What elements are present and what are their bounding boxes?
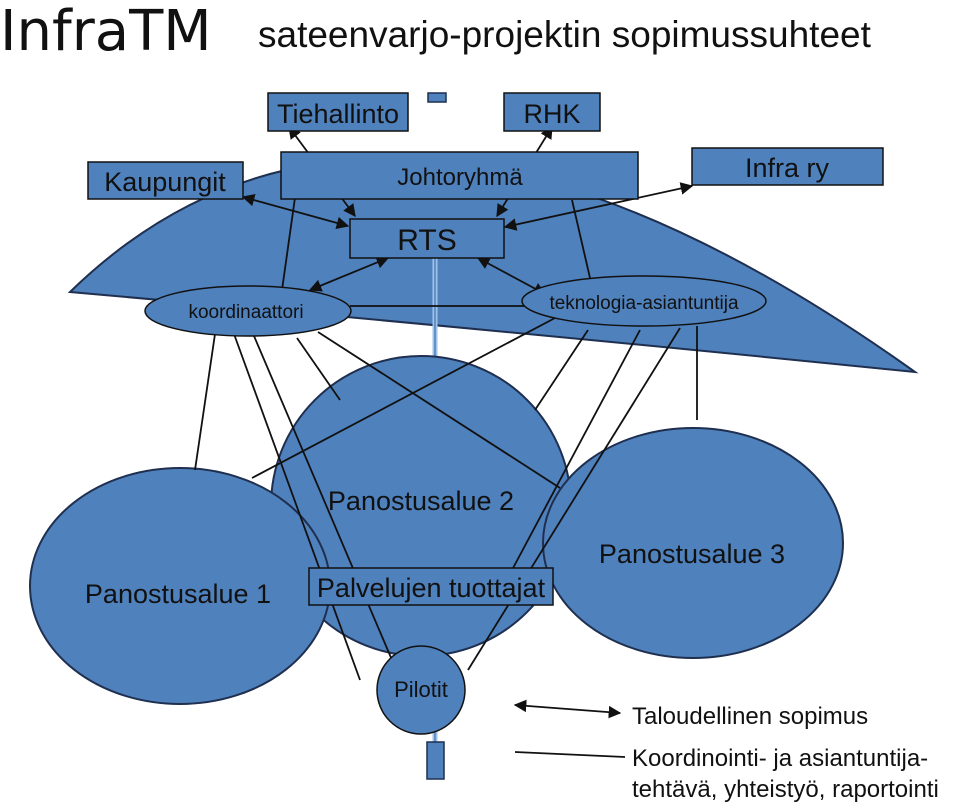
panostusalue-2-label: Panostusalue 2	[328, 486, 514, 516]
kaupungit-label: Kaupungit	[104, 167, 226, 197]
title-main: InfraTM	[0, 0, 212, 64]
legend-financial-label: Taloudellinen sopimus	[632, 703, 868, 730]
pilotit-label: Pilotit	[394, 677, 448, 702]
kaupungit-box	[87, 161, 244, 200]
rts-box	[349, 218, 505, 259]
johtoryhma-box	[280, 151, 639, 200]
umbrella-pole-top	[427, 92, 447, 103]
legend-coordination-line	[514, 751, 626, 758]
rts-label: RTS	[397, 224, 456, 257]
panostusalue-3-circle	[542, 427, 844, 659]
panostusalue-3-label: Panostusalue 3	[599, 539, 785, 569]
tiehallinto-box	[267, 92, 409, 132]
palvelujen-tuottajat-box	[308, 567, 554, 606]
teknologia-label: teknologia-asiantuntija	[549, 293, 739, 314]
koordinaattori-oval	[144, 285, 352, 337]
infra-ry-box	[691, 147, 884, 186]
teknologia-oval	[521, 275, 767, 327]
panostusalue-1-label: Panostusalue 1	[85, 579, 271, 609]
infra-ry-label: Infra ry	[745, 153, 830, 183]
pilotit-oval	[376, 645, 466, 735]
title-subtitle: sateenvarjo-projektin sopimussuhteet	[258, 14, 872, 55]
legend-coordination-label-1: Koordinointi- ja asiantuntija-	[632, 745, 928, 772]
legend-coordination-label-2: tehtävä, yhteistyö, raportointi	[632, 776, 939, 803]
umbrella-handle	[426, 741, 445, 780]
palvelujen-tuottajat-label: Palvelujen tuottajat	[317, 573, 546, 603]
rhk-label: RHK	[523, 99, 580, 129]
tiehallinto-label: Tiehallinto	[277, 99, 399, 129]
legend: Taloudellinen sopimus Koordinointi- ja a…	[513, 699, 939, 803]
legend-financial-arrow	[513, 699, 622, 719]
koordinaattori-label: koordinaattori	[188, 302, 303, 323]
rhk-box	[503, 92, 601, 132]
johtoryhma-label: Johtoryhmä	[397, 164, 523, 191]
